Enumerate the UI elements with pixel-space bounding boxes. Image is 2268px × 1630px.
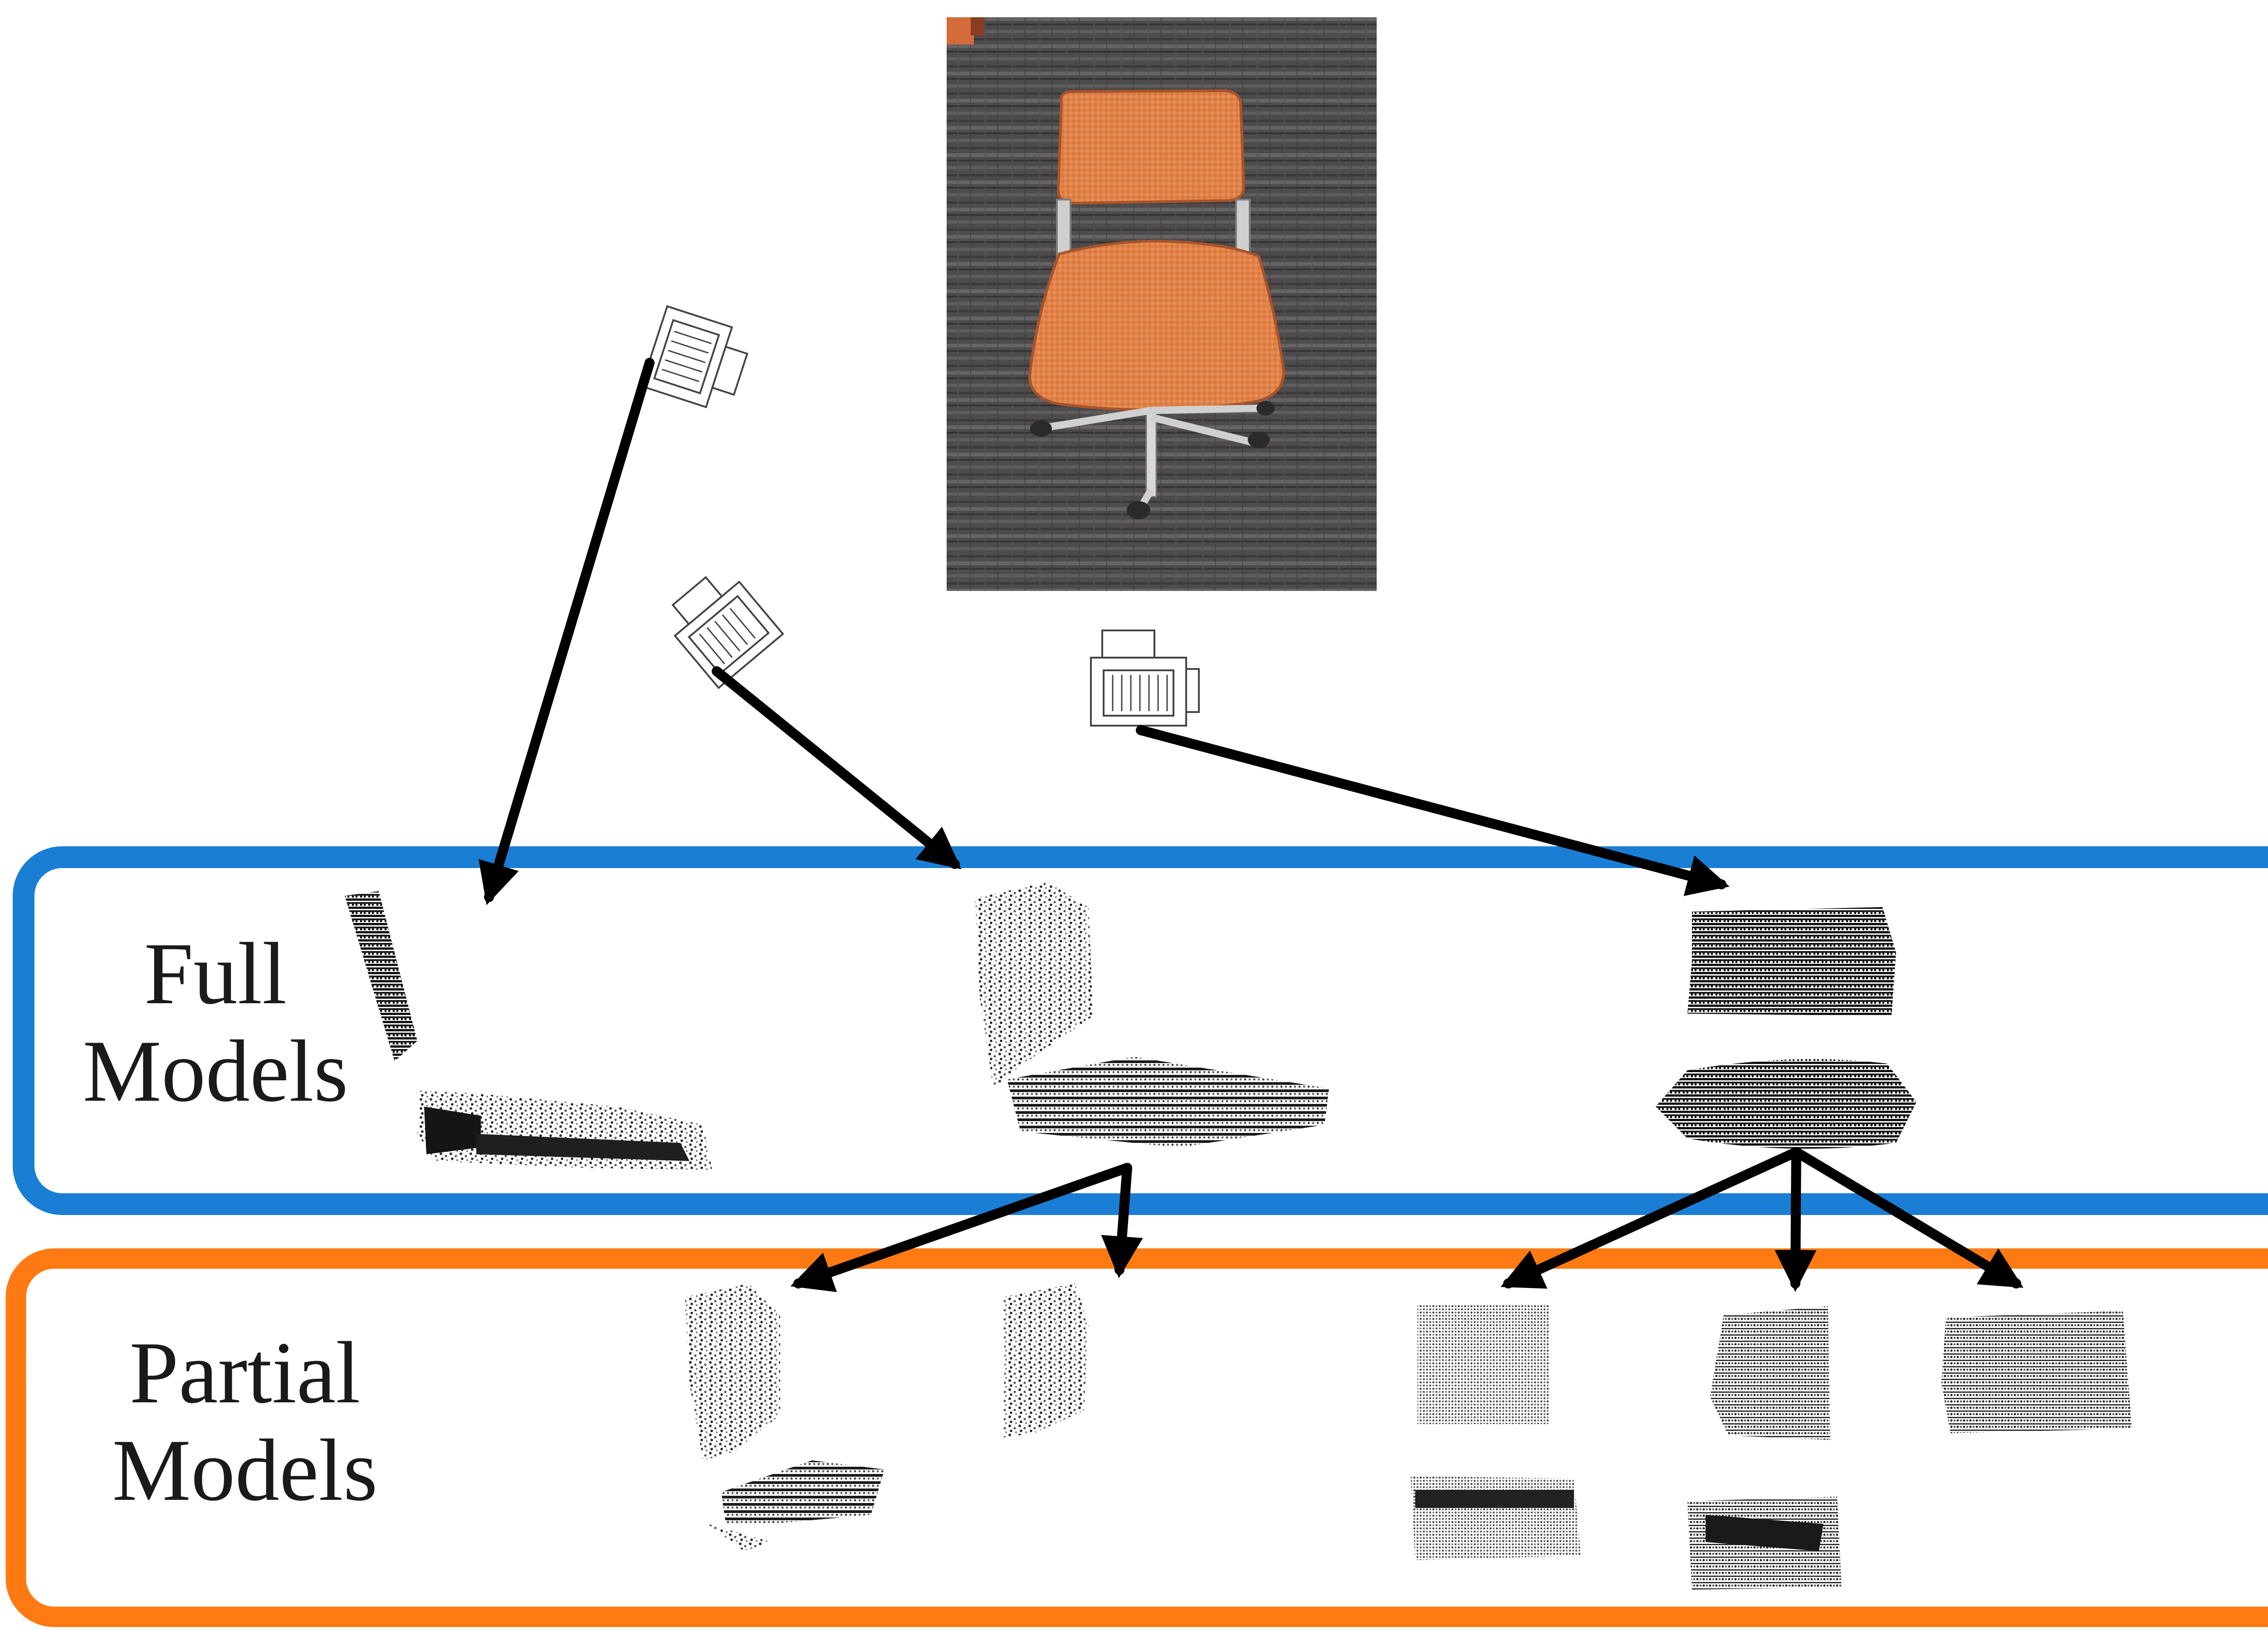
point-cloud-partial-model-5 [1941, 1311, 2132, 1433]
full-models-label: Full Models [68, 925, 363, 1120]
full-models-frame [13, 846, 2268, 1215]
arrow [1136, 725, 1730, 896]
point-cloud-full-model-3 [1656, 907, 1916, 1149]
camera-icon [640, 305, 748, 409]
point-cloud-partial-model-1 [685, 1284, 885, 1551]
camera-icon [671, 576, 784, 689]
arrow [1774, 1147, 1817, 1292]
arrow [712, 666, 962, 869]
arrow [1501, 1147, 1801, 1289]
partial-models-frame [5, 1248, 2268, 1627]
full-models-label-line2: Models [83, 1022, 348, 1120]
camera-icon [1090, 630, 1200, 727]
chair-photo [947, 17, 1377, 591]
point-cloud-partial-model-2 [1002, 1284, 1089, 1438]
point-cloud-full-model-1 [345, 891, 712, 1170]
arrows [479, 358, 2024, 1293]
arrow [1791, 1147, 2024, 1288]
arrow [790, 1163, 1132, 1293]
point-cloud-partial-model-6 [1411, 1476, 1581, 1560]
partial-models-label: Partial Models [82, 1324, 408, 1519]
full-models-label-line1: Full [144, 925, 287, 1023]
arrow [1101, 1163, 1143, 1279]
point-cloud-partial-model-3 [1418, 1304, 1549, 1424]
point-cloud-partial-model-4 [1710, 1306, 1830, 1440]
partial-models-label-line2: Models [112, 1421, 378, 1519]
point-cloud-partial-model-7 [1687, 1497, 1842, 1590]
arrow [479, 358, 655, 905]
partial-models-label-line1: Partial [129, 1324, 361, 1422]
point-cloud-full-model-2 [975, 882, 1329, 1147]
